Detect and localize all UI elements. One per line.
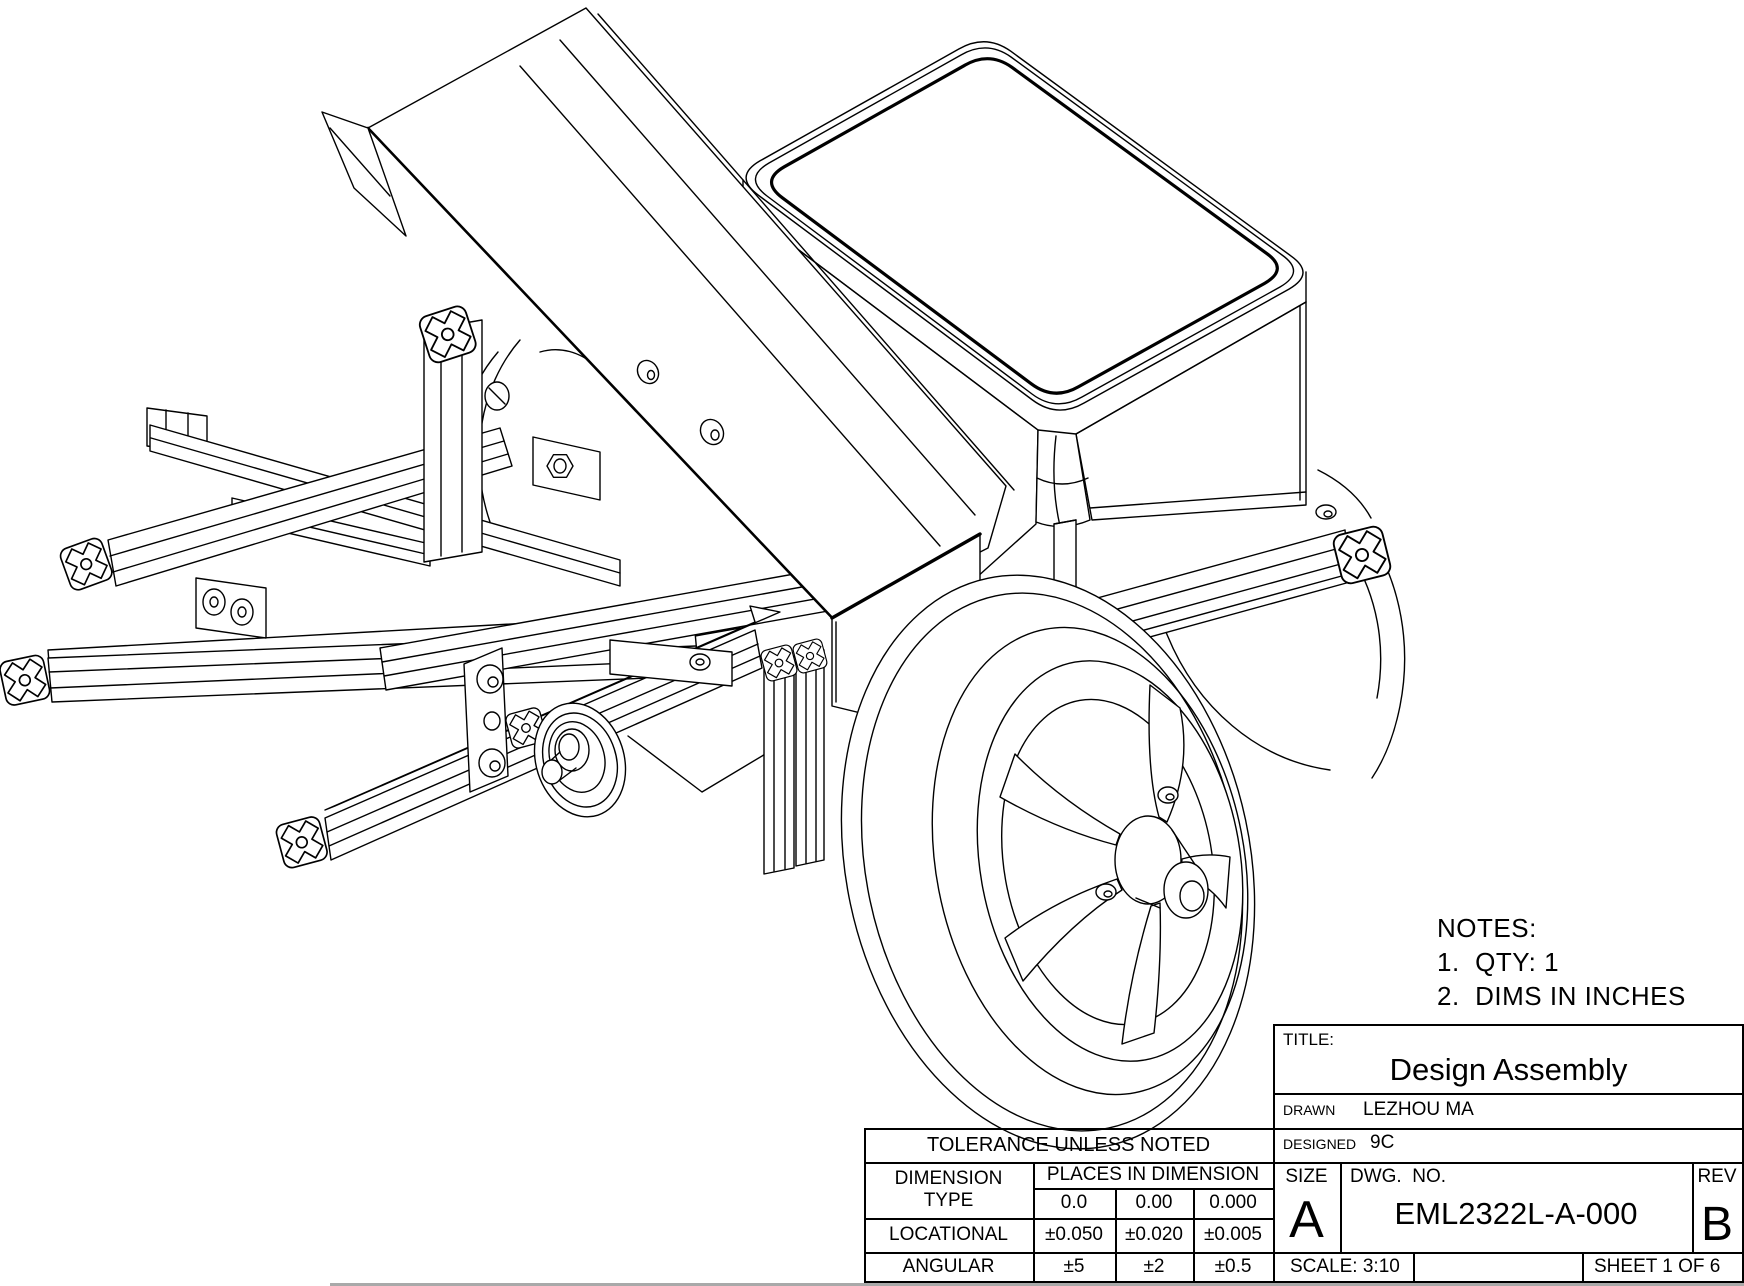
wheel-hub <box>1114 815 1209 919</box>
drawn-value: LEZHOU MA <box>1363 1099 1474 1120</box>
designed-label: DESIGNED <box>1283 1136 1357 1152</box>
dimension-type-label2: TYPE <box>923 1190 974 1211</box>
size-label: SIZE <box>1285 1166 1328 1187</box>
front-wheel <box>840 574 1256 1150</box>
tol-value: ±0.020 <box>1125 1224 1183 1245</box>
place-col-0: 0.0 <box>1060 1192 1088 1213</box>
note-item: 1. QTY: 1 <box>1437 947 1560 977</box>
hex-bolt-icon <box>546 454 574 478</box>
scale-value: SCALE: 3:10 <box>1290 1256 1400 1277</box>
bin-lid <box>754 47 1295 405</box>
caster-assembly <box>463 647 627 818</box>
dwg-no-value: EML2322L-A-000 <box>1394 1196 1638 1231</box>
tol-value: ±0.050 <box>1045 1224 1103 1245</box>
drawn-label: DRAWN <box>1283 1102 1336 1118</box>
right-post-pair <box>754 632 834 875</box>
tol-value: ±2 <box>1143 1256 1165 1277</box>
designed-value: 9C <box>1370 1132 1395 1153</box>
wheel-spokes <box>999 684 1231 1045</box>
sheet-value: SHEET 1 OF 6 <box>1594 1256 1721 1277</box>
tolerance-header: TOLERANCE UNLESS NOTED <box>926 1133 1211 1156</box>
rev-label: REV <box>1697 1166 1737 1187</box>
places-header: PLACES IN DIMENSION <box>1046 1164 1260 1185</box>
drawing-title: Design Assembly <box>1389 1052 1628 1087</box>
rev-value: B <box>1700 1197 1733 1251</box>
notes-heading: NOTES: <box>1437 913 1537 943</box>
ramp-chute <box>321 7 1015 626</box>
dwg-no-label: DWG. NO. <box>1350 1166 1447 1187</box>
vertical-posts <box>408 294 488 563</box>
dimension-type-label: DIMENSION <box>894 1168 1003 1189</box>
tol-row-label: LOCATIONAL <box>889 1224 1008 1245</box>
place-col-1: 0.00 <box>1135 1192 1173 1213</box>
caster-wheel <box>533 702 627 818</box>
motor-assembly <box>459 339 733 735</box>
tol-value: ±5 <box>1063 1256 1085 1277</box>
note-item: 2. DIMS IN INCHES <box>1437 981 1686 1011</box>
place-col-2: 0.000 <box>1209 1192 1257 1213</box>
tol-value: ±0.005 <box>1204 1224 1262 1245</box>
tol-value: ±0.5 <box>1214 1256 1252 1277</box>
size-value: A <box>1289 1191 1324 1249</box>
tol-row-label: ANGULAR <box>902 1256 995 1277</box>
sheet-edge-line <box>330 1283 1744 1286</box>
title-label: TITLE: <box>1283 1030 1335 1049</box>
